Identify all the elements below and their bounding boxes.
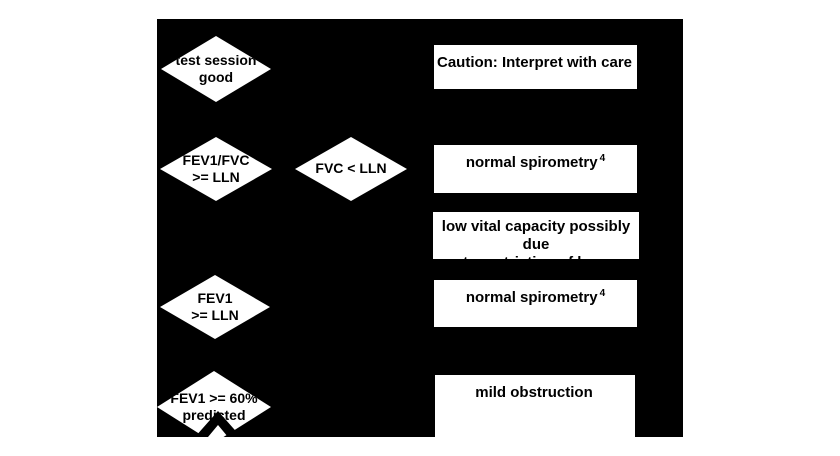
decision-fev1-ge-lln: FEV1 >= LLN <box>160 275 270 339</box>
decision-label-line: test session <box>175 51 257 68</box>
result-low-vital-capacity: low vital capacity possibly due to restr… <box>433 212 639 289</box>
decision-label-line: FEV1 <box>197 289 233 306</box>
decision-label-line: FEV1/FVC <box>182 151 250 168</box>
flowchart-canvas: test session good FEV1/FVC >= LLN FVC < … <box>157 19 683 437</box>
result-superscript: 4 <box>599 153 606 164</box>
decision-label-line: >= LLN <box>192 169 240 185</box>
result-mild-obstruction: mild obstruction <box>435 375 635 437</box>
decision-label-line: >= LLN <box>191 307 239 323</box>
result-label-line: low vital capacity possibly due <box>441 218 631 253</box>
result-caution: Caution: Interpret with care <box>434 45 637 89</box>
result-superscript: 4 <box>599 288 606 299</box>
decision-fev1-fvc-ge-lln: FEV1/FVC >= LLN <box>160 137 272 201</box>
decision-label-line: predicted <box>182 407 246 423</box>
decision-label-line: FEV1 >= 60% <box>170 389 258 406</box>
result-label: Caution: Interpret with care <box>436 54 633 71</box>
decision-label-line: FVC < LLN <box>315 160 387 177</box>
result-label: normal spirometry <box>465 154 598 171</box>
decision-fvc-lt-lln: FVC < LLN <box>295 137 407 201</box>
result-label: mild obstruction <box>475 384 593 401</box>
decision-label-line: good <box>198 69 234 85</box>
result-label: normal spirometry <box>465 289 598 306</box>
decision-test-session-good: test session good <box>161 36 271 102</box>
